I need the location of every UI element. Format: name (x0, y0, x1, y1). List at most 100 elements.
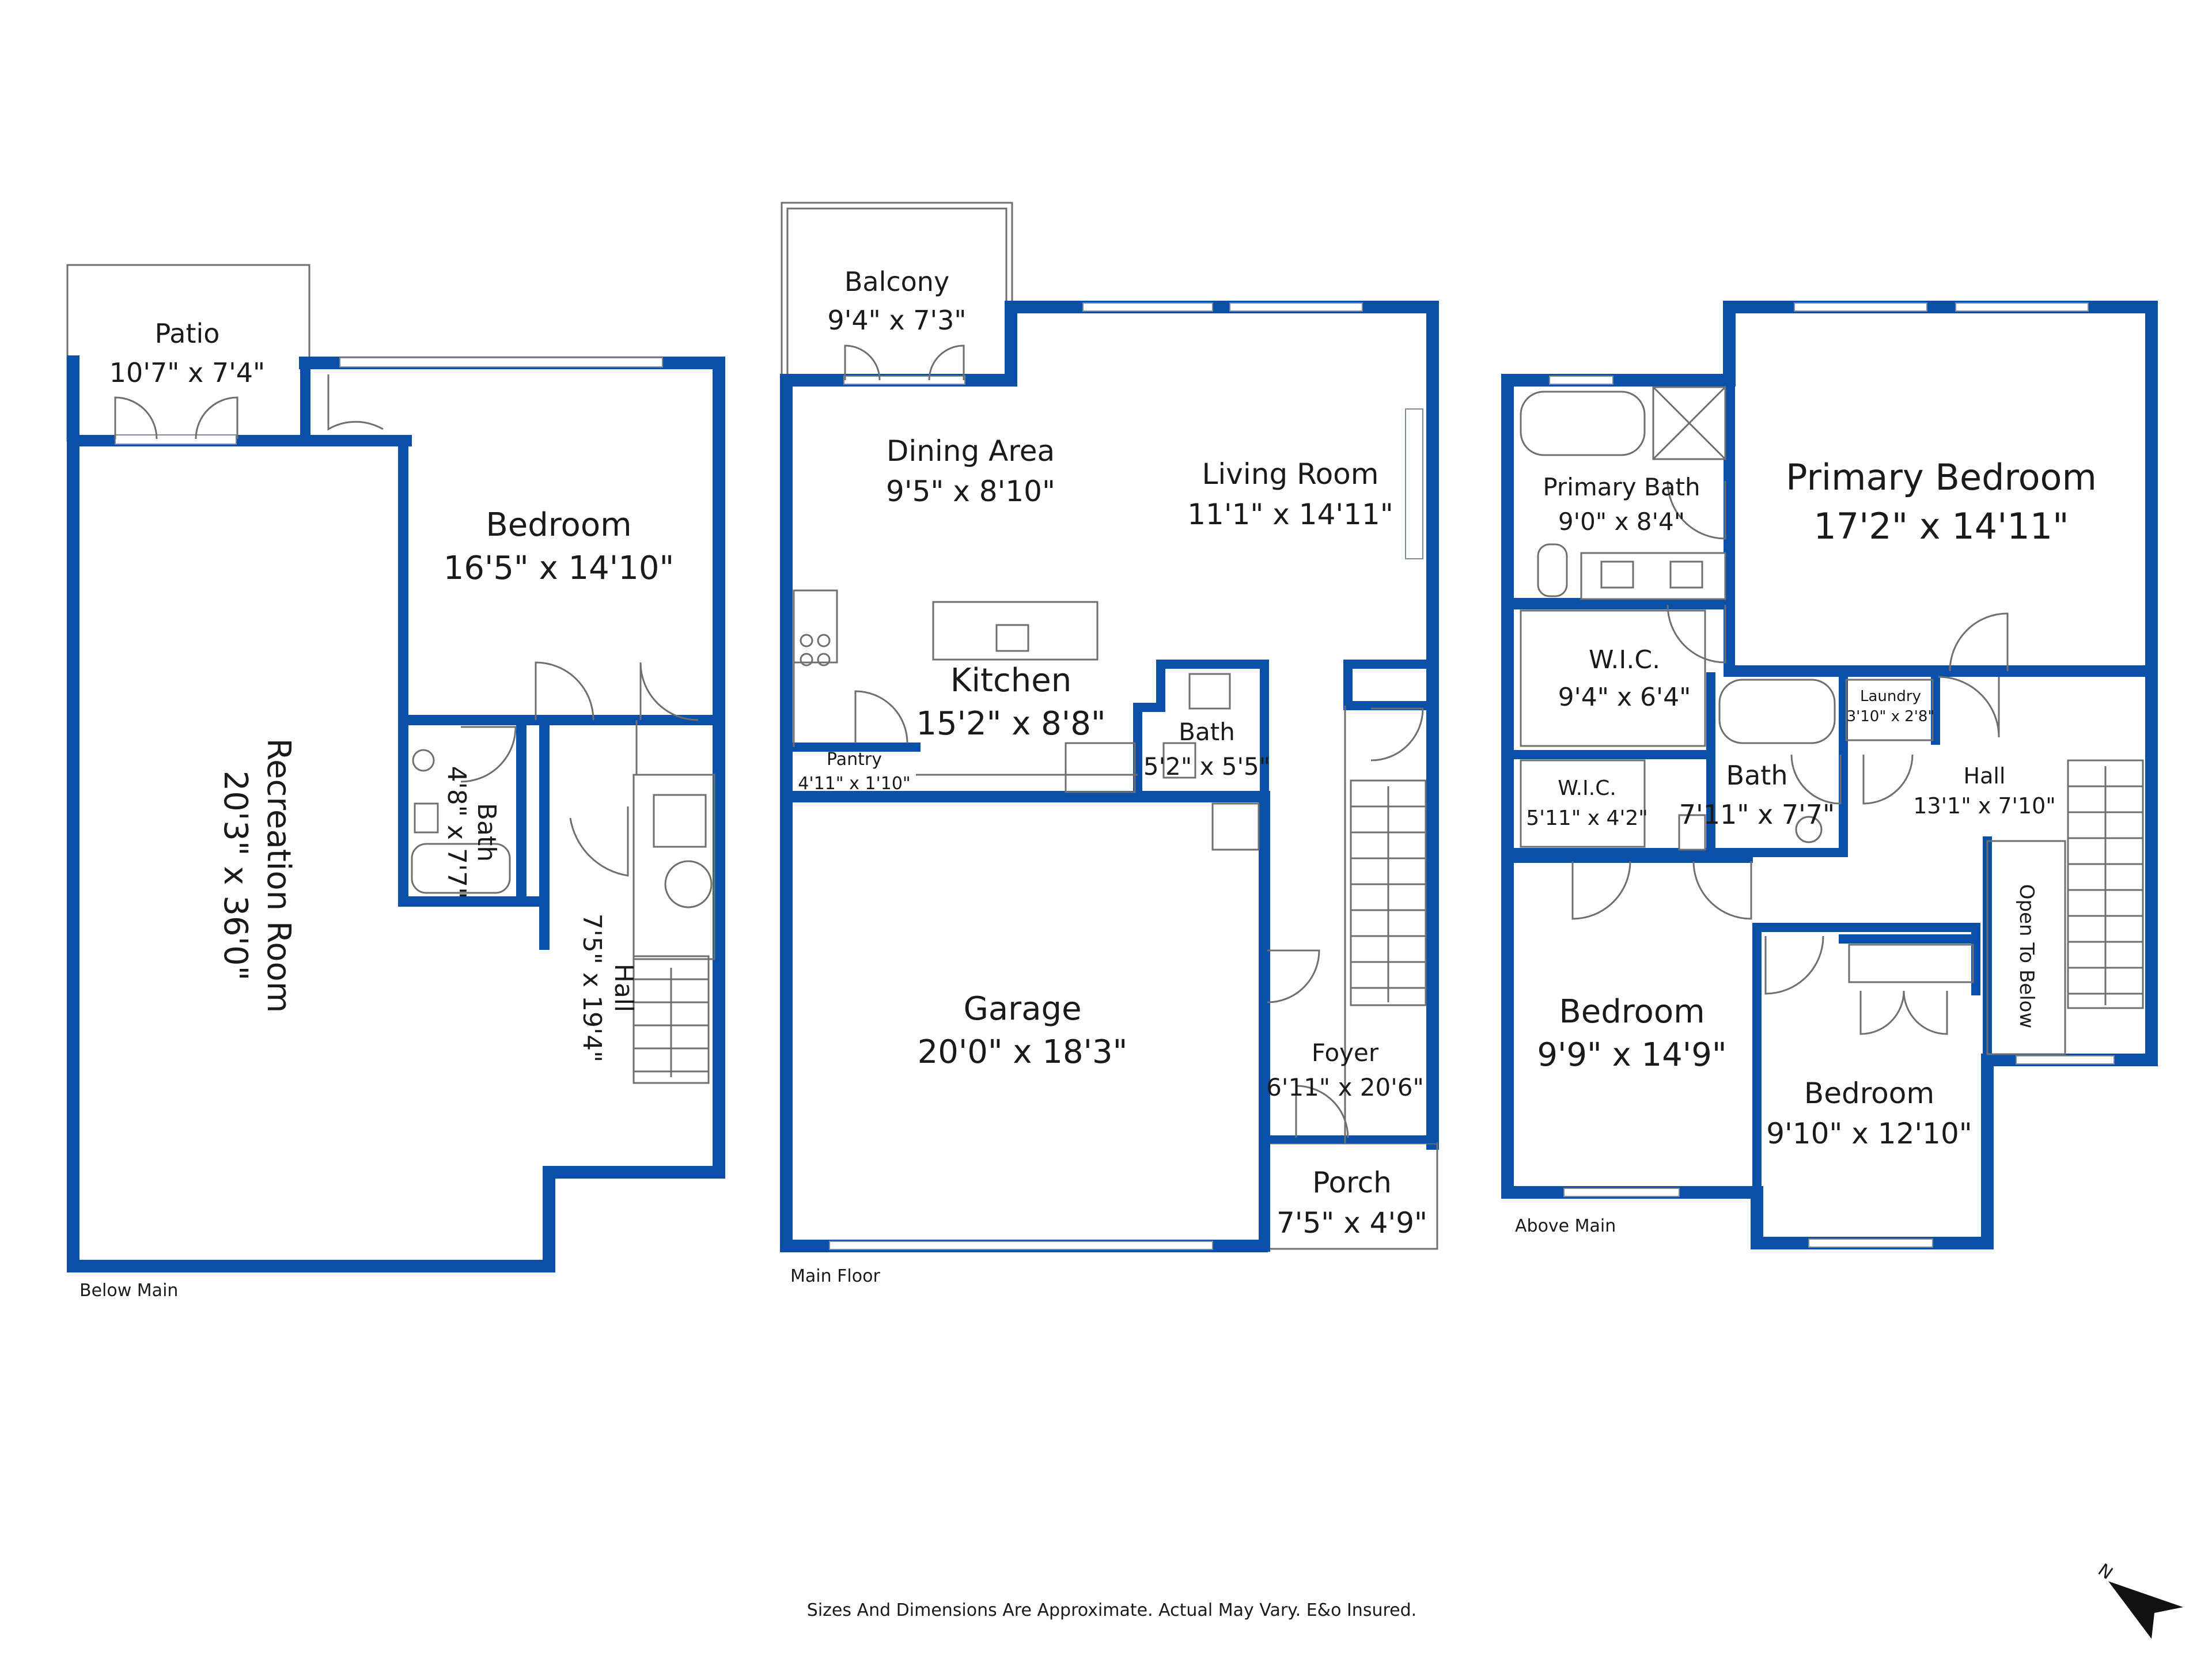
bedroom1-closet-door (1692, 861, 1752, 920)
below-main-caption: Below Main (79, 1281, 178, 1301)
primary-window-2 (1955, 302, 2089, 312)
north-arrow-icon (2108, 1581, 2183, 1639)
bedroom2-window (1808, 1238, 1933, 1248)
water-heater-icon (664, 860, 713, 908)
above-interior-walls (1508, 672, 1980, 1194)
recreation-room-dims: 20'3" x 36'0" (217, 771, 254, 981)
bedroom-door (535, 661, 594, 721)
stove-burner-4 (817, 653, 831, 666)
laundry-label: Laundry (1860, 688, 1921, 705)
kitchen-stove (793, 589, 838, 664)
above-main-floor: Primary Bath 9'0" x 8'4" Primary Bedroom… (1501, 301, 2158, 1249)
bedroom2-label: Bedroom (1804, 1077, 1934, 1110)
dining-dims: 9'5" x 8'10" (886, 475, 1055, 508)
bedroom2-closet (1848, 944, 1974, 983)
main-bath-sink (1188, 673, 1231, 710)
above-main-caption: Above Main (1515, 1216, 1616, 1236)
below-exterior-wall (67, 355, 725, 1272)
hall-bath-door (1790, 754, 1842, 805)
porch-dims: 7'5" x 4'9" (1277, 1206, 1427, 1240)
open-to-below-label: Open To Below (2015, 884, 2038, 1029)
primary-sink-1 (1600, 560, 1634, 589)
wic2-label: W.I.C. (1558, 777, 1616, 800)
pantry-door (854, 690, 908, 744)
stove-burner-3 (800, 653, 813, 666)
pantry-label: Pantry (827, 749, 882, 770)
living-window-side (1405, 408, 1423, 559)
main-bath-dims: 5'2" x 5'5" (1143, 752, 1270, 781)
main-window-top-1 (1082, 302, 1213, 312)
balcony-dims: 9'4" x 7'3" (827, 305, 966, 336)
dining-label: Dining Area (887, 434, 1055, 468)
garage-dims: 20'0" x 18'3" (918, 1033, 1128, 1071)
bedroom1-dims: 9'9" x 14'9" (1537, 1036, 1726, 1074)
kitchen-sink-icon (995, 624, 1029, 652)
below-bath-label: Bath (472, 803, 501, 862)
laundry-door (1938, 676, 2000, 738)
open-below-outline (1986, 840, 2066, 1055)
main-floor: Balcony 9'4" x 7'3" Dining Area 9'5" x 8… (780, 202, 1439, 1286)
porch-label: Porch (1312, 1166, 1392, 1199)
bedroom-dims: 16'5" x 14'10" (444, 550, 674, 587)
wic1-label: W.I.C. (1589, 645, 1660, 675)
main-floor-caption: Main Floor (790, 1266, 880, 1286)
primary-bath-label: Primary Bath (1543, 473, 1700, 501)
primary-toilet (1537, 543, 1568, 597)
furnace-fixture (653, 794, 707, 848)
patio-outline (66, 264, 310, 442)
hall-window (2016, 1055, 2115, 1065)
balcony-french-door (844, 344, 965, 381)
hall-bath-toilet (1678, 814, 1706, 851)
hall-bathtub (1718, 679, 1836, 744)
closet-door (639, 662, 699, 721)
living-label: Living Room (1202, 457, 1379, 491)
kitchen-fridge-area (1065, 742, 1136, 793)
kitchen-bath-wall (1133, 660, 1269, 801)
main-stairs (1350, 779, 1427, 1006)
wic2-dims: 5'11" x 4'2" (1526, 806, 1648, 830)
stove-burner-2 (817, 634, 831, 647)
patio-label: Patio (155, 318, 220, 349)
above-hall-dims: 13'1" x 7'10" (1913, 793, 2056, 819)
kitchen-dims: 15'2" x 8'8" (916, 705, 1105, 743)
laundry-dims: 3'10" x 2'8" (1847, 708, 1935, 725)
foyer-dims: 6'11" x 20'6" (1266, 1073, 1424, 1101)
above-bath-dims: 7'11" x 7'7" (1679, 799, 1835, 830)
patio-dims: 10'7" x 7'4" (109, 357, 265, 388)
below-interior-wall (300, 363, 724, 950)
bath-door-below (460, 726, 517, 783)
pantry-dims: 4'11" x 1'10" (798, 774, 910, 794)
foyer-wall (1343, 660, 1433, 710)
garage-entry-door (1267, 949, 1320, 1003)
recreation-room-label: Recreation Room (260, 738, 297, 1013)
primary-window-1 (1794, 302, 1927, 312)
below-bath-dims: 4'8" x 7'7" (442, 766, 471, 899)
above-stairs (2067, 759, 2144, 1009)
bedroom1-label: Bedroom (1559, 993, 1705, 1031)
below-stairs (632, 955, 710, 1084)
above-hall-label: Hall (1964, 763, 2006, 789)
garage-label: Garage (963, 990, 1081, 1028)
disclaimer-text: Sizes And Dimensions Are Approximate. Ac… (807, 1600, 1416, 1620)
bedroom2-closet-door (1859, 990, 1948, 1035)
utility-closet-outline (632, 774, 715, 960)
garage-door (829, 1241, 1213, 1250)
hall-door-above (1862, 754, 1914, 805)
patio-side-door (327, 374, 384, 431)
bath-sink-icon (412, 749, 435, 772)
laundry-outline (1845, 679, 1934, 741)
bath-shower-icon (411, 843, 511, 894)
wic2-shelf (1520, 759, 1646, 848)
main-bath-toilet (1162, 742, 1196, 779)
primary-bathtub (1520, 391, 1646, 456)
hall-door (569, 806, 629, 877)
primary-bedroom-wall (1506, 374, 2157, 677)
north-compass: N (2094, 1560, 2183, 1639)
compass-n-label: N (2094, 1560, 2116, 1584)
primary-bath-door (1666, 480, 1726, 540)
patio-door-window (115, 434, 237, 445)
balcony-label: Balcony (844, 266, 949, 297)
primary-bedroom-dims: 17'2" x 14'11" (1813, 505, 2069, 547)
below-hall-dims: 7'5" x 19'4" (577, 914, 607, 1063)
